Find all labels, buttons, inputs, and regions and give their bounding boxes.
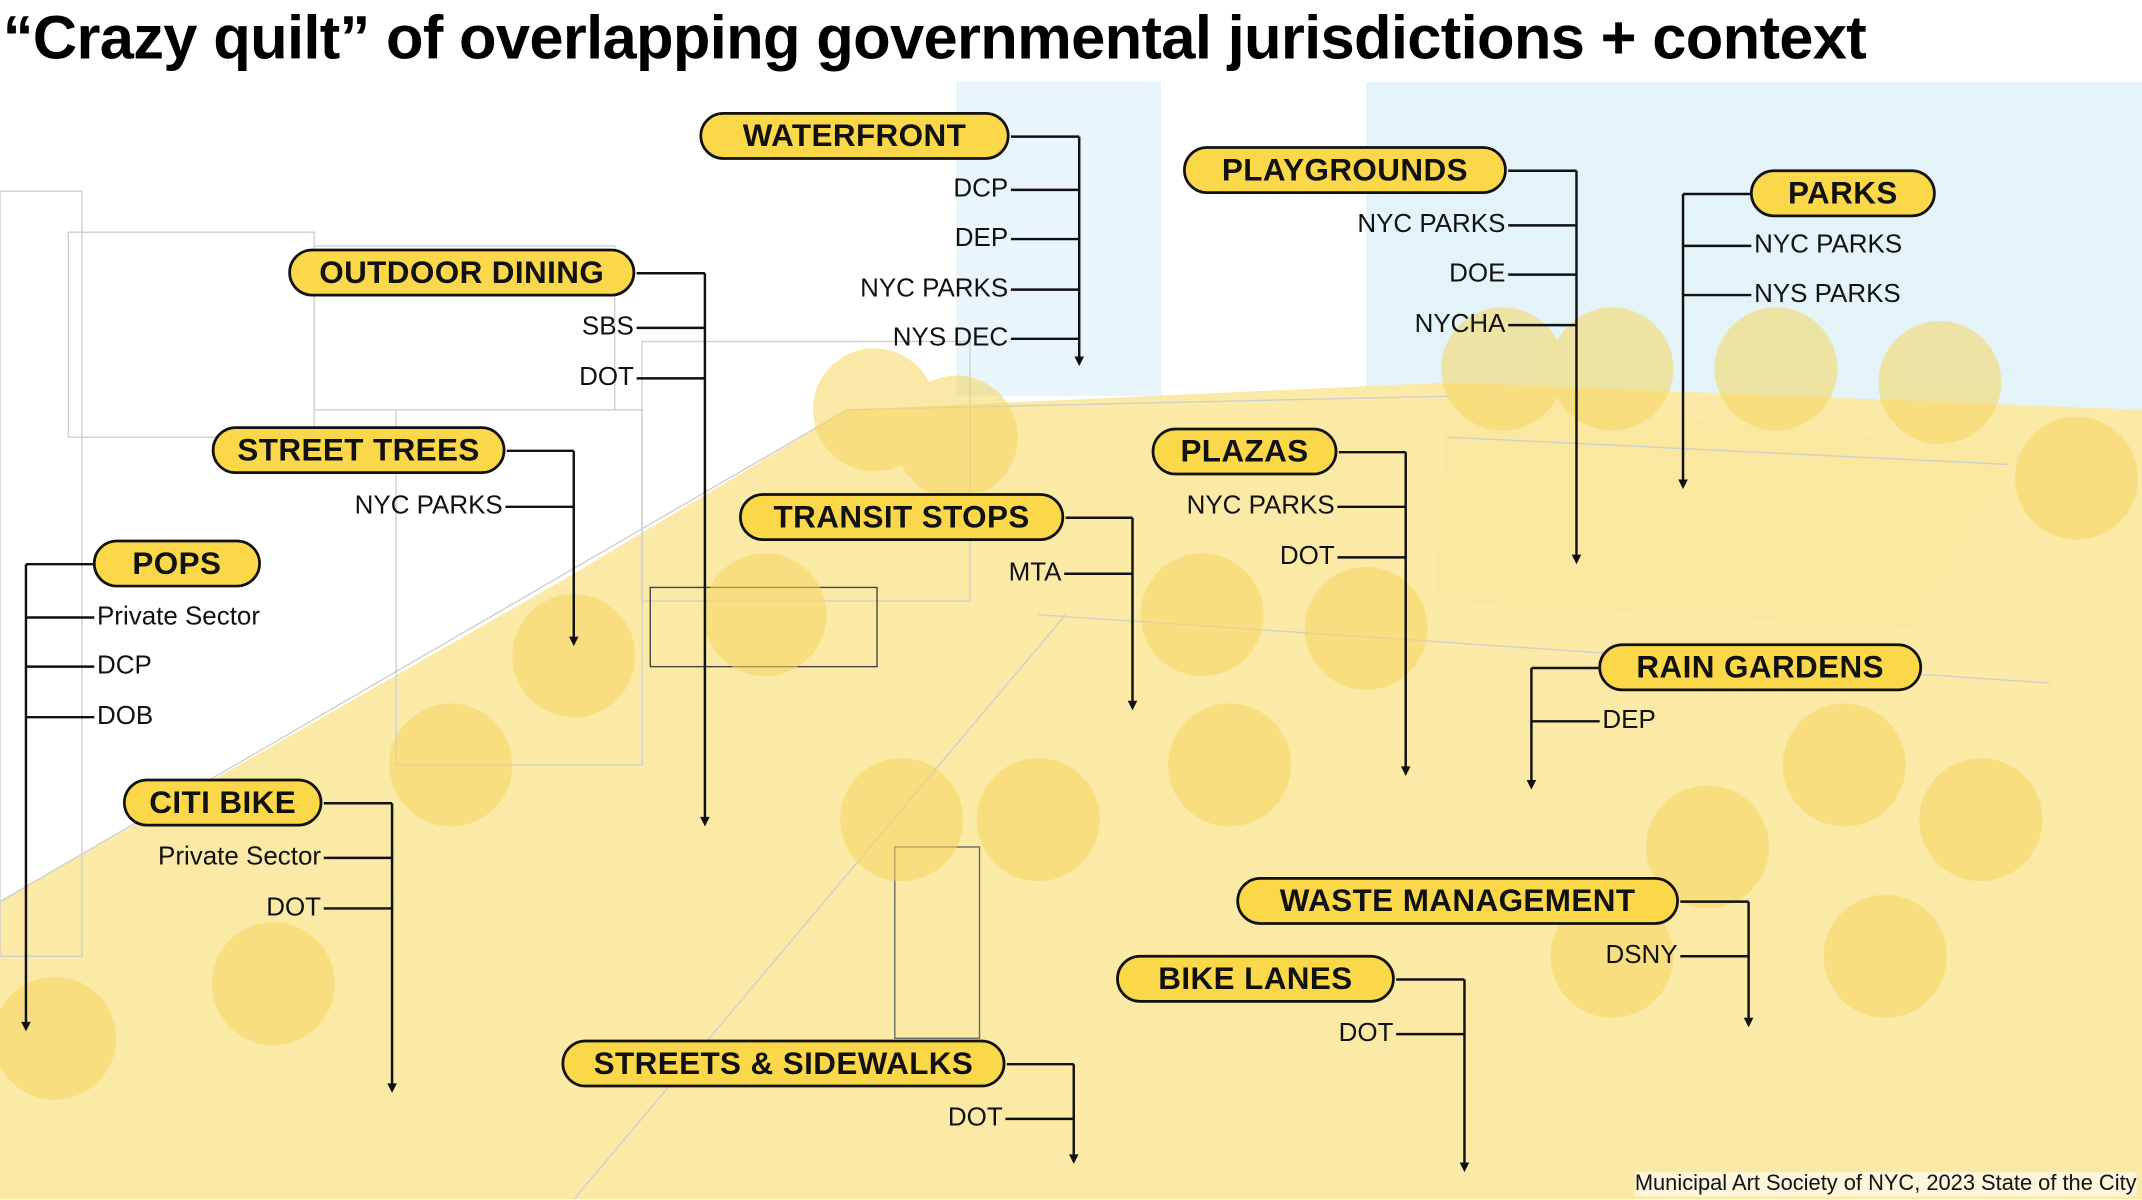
tree-canopy (1919, 758, 2043, 882)
tree-canopy (1782, 703, 1906, 827)
arrow-head-icon (1074, 356, 1085, 367)
tree-canopy (1550, 307, 1674, 431)
category-pill-rain-gardens: RAIN GARDENS (1598, 643, 1923, 692)
tree-canopy (2014, 416, 2138, 540)
agency-label: NYS PARKS (1754, 280, 1901, 309)
arrow-head-icon (387, 1083, 397, 1093)
category-pill-street-trees: STREET TREES (211, 426, 506, 475)
tree-canopy (976, 758, 1100, 882)
agency-label: DOT (947, 1103, 1003, 1133)
category-pill-citi-bike: CITI BIKE (122, 778, 323, 827)
agency-label: NYC PARKS (354, 491, 503, 521)
arrow-head-icon (700, 816, 710, 827)
agency-label: NYC PARKS (1186, 491, 1335, 521)
tree-canopy (1140, 553, 1264, 677)
agency-label: NYS DEC (892, 323, 1009, 353)
tree-canopy (1168, 703, 1291, 827)
agency-label: DCP (953, 174, 1009, 204)
agency-label: Private Sector (96, 602, 261, 632)
category-pill-transit-stops: TRANSIT STOPS (739, 493, 1065, 541)
arrow-head-icon (568, 636, 579, 647)
arrow-head-icon (1743, 1017, 1754, 1028)
tree-canopy (1823, 894, 1947, 1018)
arrow-head-icon (1127, 700, 1138, 711)
agency-label: Private Sector (158, 842, 322, 872)
agency-label: DOT (579, 363, 634, 393)
category-pill-streets-sidewalks: STREETS & SIDEWALKS (561, 1039, 1006, 1088)
tree-canopy (1878, 321, 2002, 444)
agency-label: DOT (1338, 1019, 1394, 1048)
slide-title: “Crazy quilt” of overlapping governmenta… (2, 2, 1867, 73)
tree-canopy (389, 703, 513, 827)
arrow-head-icon (1571, 554, 1582, 565)
agency-label: DSNY (1605, 941, 1678, 970)
category-pill-outdoor-dining: OUTDOOR DINING (288, 248, 636, 297)
agency-label: DOT (266, 893, 322, 923)
tree-canopy (840, 758, 964, 882)
tree-canopy (894, 375, 1018, 499)
agency-label: DEP (954, 224, 1009, 253)
tree-canopy (512, 594, 636, 718)
agency-label: DEP (1602, 706, 1656, 735)
tree-canopy (1646, 785, 1770, 909)
agency-label: DOT (1279, 542, 1335, 572)
agency-label: DOB (96, 702, 154, 731)
arrow-head-icon (1526, 780, 1537, 790)
tree-canopy (0, 976, 117, 1100)
tree-canopy (1550, 894, 1674, 1018)
arrow-head-icon (1678, 479, 1688, 490)
arrow-head-icon (1459, 1162, 1470, 1173)
category-pill-waste-management: WASTE MANAGEMENT (1236, 877, 1679, 925)
agency-label: NYCHA (1414, 310, 1506, 339)
tree-canopy (703, 553, 827, 677)
category-pill-bike-lanes: BIKE LANES (1116, 954, 1395, 1003)
tree-canopy (1441, 307, 1565, 431)
category-pill-plazas: PLAZAS (1151, 427, 1338, 476)
agency-label: NYC PARKS (1754, 230, 1903, 260)
category-pill-pops: POPS (92, 539, 261, 588)
agency-label: NYC PARKS (1357, 210, 1506, 240)
arrow-head-icon (21, 1021, 31, 1032)
agency-label: MTA (1008, 558, 1062, 588)
category-pill-parks: PARKS (1749, 169, 1936, 218)
category-pill-waterfront: WATERFRONT (699, 112, 1010, 160)
agency-label: SBS (581, 312, 634, 342)
tree-canopy (1714, 307, 1838, 431)
tree-canopy (1304, 566, 1428, 690)
agency-label: DCP (96, 651, 152, 681)
agency-label: NYC PARKS (860, 274, 1009, 304)
arrow-head-icon (1068, 1154, 1079, 1164)
arrow-head-icon (1400, 766, 1411, 776)
agency-label: DOE (1449, 259, 1506, 289)
category-pill-playgrounds: PLAYGROUNDS (1183, 146, 1507, 194)
tree-canopy (211, 922, 335, 1046)
source-credit: Municipal Art Society of NYC, 2023 State… (1634, 1172, 2137, 1197)
